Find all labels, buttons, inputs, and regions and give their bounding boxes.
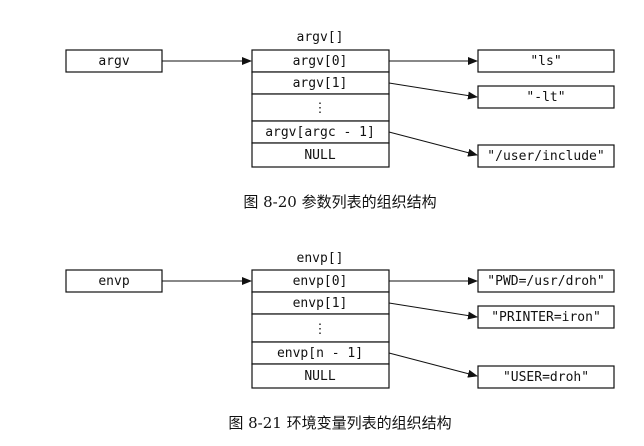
envp-target-1-label: "PRINTER=iron" xyxy=(491,310,601,325)
argv-slot-1-label: argv[1] xyxy=(293,76,348,91)
envp-array: envp[0] envp[1] ⋮ envp[n - 1] NULL xyxy=(251,269,390,389)
argv-arrow-2 xyxy=(388,131,478,157)
envp-caption: 图 8-21 环境变量列表的组织结构 xyxy=(228,414,451,432)
envp-arrow-1 xyxy=(388,302,478,320)
argv-slot-last-label: argv[argc - 1] xyxy=(265,125,375,140)
envp-slot-null xyxy=(251,363,390,389)
argv-target-1: "-lt" xyxy=(477,85,615,109)
argv-caption: 图 8-20 参数列表的组织结构 xyxy=(243,193,436,211)
argv-target-2-label: "/user/include" xyxy=(487,149,604,164)
envp-target-0-label: "PWD=/usr/droh" xyxy=(487,274,604,289)
envp-diagram: envp[] envp envp[0] envp[1] ⋮ envp[n - 1… xyxy=(65,251,615,432)
argv-array: argv[0] argv[1] ⋮ argv[argc - 1] NULL xyxy=(251,49,390,168)
envp-slot-0-label: envp[0] xyxy=(293,274,348,289)
envp-arrow-2 xyxy=(388,352,478,378)
argv-slot-ellipsis-label: ⋮ xyxy=(314,101,327,116)
argv-target-0: "ls" xyxy=(477,49,615,73)
envp-array-title: envp[] xyxy=(297,251,344,266)
envp-pointer-box: envp xyxy=(65,269,163,293)
envp-target-1: "PRINTER=iron" xyxy=(477,305,615,329)
argv-slot-ellipsis xyxy=(251,93,390,122)
envp-target-2: "USER=droh" xyxy=(477,365,615,389)
envp-slot-ellipsis-label: ⋮ xyxy=(314,322,327,337)
argv-pointer-box: argv xyxy=(65,49,163,73)
argv-pointer-label: argv xyxy=(98,54,129,69)
envp-slot-1-label: envp[1] xyxy=(293,296,348,311)
argv-target-0-label: "ls" xyxy=(530,54,561,69)
envp-target-2-label: "USER=droh" xyxy=(503,370,589,385)
argv-array-title: argv[] xyxy=(297,30,344,45)
envp-target-0: "PWD=/usr/droh" xyxy=(477,269,615,293)
envp-slot-null-label: NULL xyxy=(304,369,335,384)
argv-slot-null-label: NULL xyxy=(304,148,335,163)
argv-slot-0-label: argv[0] xyxy=(293,54,348,69)
argv-slot-null xyxy=(251,142,390,168)
argv-target-1-label: "-lt" xyxy=(526,90,565,105)
envp-slot-last-label: envp[n - 1] xyxy=(277,346,363,361)
envp-pointer-label: envp xyxy=(98,274,129,289)
argv-arrow-1 xyxy=(388,82,478,100)
argv-target-2: "/user/include" xyxy=(477,144,615,168)
argv-diagram: argv[] argv argv[0] argv[1] ⋮ argv[argc … xyxy=(65,30,615,211)
